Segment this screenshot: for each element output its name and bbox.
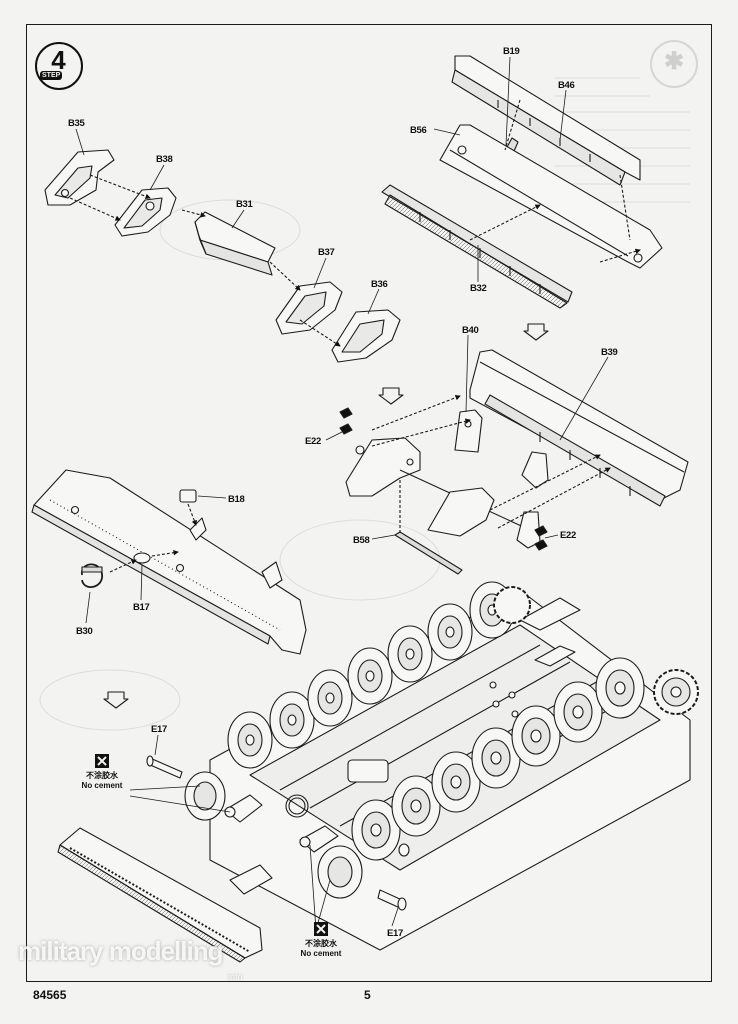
part-b36-b37-mounted — [345, 437, 549, 549]
part-b32 — [381, 184, 573, 309]
drive-sprocket — [493, 586, 699, 715]
label-b30: B30 — [76, 626, 93, 637]
part-b40 — [454, 409, 483, 453]
page-number: 5 — [364, 988, 371, 1002]
label-b36: B36 — [371, 279, 388, 290]
road-wheels-far — [227, 581, 515, 769]
assembly-arrows-middle — [371, 395, 611, 535]
road-wheels-near — [184, 657, 645, 899]
part-e17-top — [146, 755, 183, 779]
assembly-arrows-top-left — [69, 174, 341, 347]
down-arrow-icon — [378, 387, 404, 405]
part-b56 — [439, 124, 663, 269]
label-b19: B19 — [503, 46, 520, 57]
part-b36 — [331, 309, 401, 363]
part-b35 — [44, 149, 115, 206]
label-e17-bottom: E17 — [387, 928, 404, 939]
label-b31: B31 — [236, 199, 253, 210]
no-cement-icon — [95, 754, 109, 768]
no-cement-note-top: 不涂胶水 No cement — [80, 771, 124, 791]
label-b58: B58 — [353, 535, 370, 546]
watermark: military modelling — [18, 936, 223, 966]
no-cement-note-bottom: 不涂胶水 No cement — [298, 939, 344, 959]
part-b37 — [275, 281, 343, 335]
left-fender — [31, 469, 307, 655]
down-arrow-icon — [103, 691, 129, 709]
label-e17-top: E17 — [151, 724, 168, 735]
label-b38: B38 — [156, 154, 173, 165]
front-plate — [57, 827, 263, 963]
label-b35: B35 — [68, 118, 85, 129]
part-b30 — [81, 563, 103, 588]
part-e17-bottom — [377, 843, 410, 911]
label-b56: B56 — [410, 125, 427, 136]
part-b17 — [133, 552, 151, 564]
label-e22-left: E22 — [305, 436, 322, 447]
label-b32: B32 — [470, 283, 487, 294]
step-badge: 4 STEP — [35, 42, 83, 90]
part-b38 — [114, 187, 177, 237]
label-b37: B37 — [318, 247, 335, 258]
assembly-arrows-left — [109, 503, 197, 573]
step-word: STEP — [40, 71, 63, 80]
assembly-arrows-top-right — [469, 99, 641, 263]
part-b58 — [394, 531, 463, 575]
label-b17: B17 — [133, 602, 150, 613]
no-cement-icon — [314, 922, 328, 936]
ghost-brand-icon: ✱ — [650, 40, 698, 88]
part-b39 — [469, 349, 689, 507]
label-b40: B40 — [462, 325, 479, 336]
step-number: 4 — [51, 45, 66, 75]
leader-lines — [75, 56, 609, 931]
no-cement-en: No cement — [300, 949, 342, 958]
no-cement-en: No cement — [81, 781, 123, 790]
product-code: 84565 — [33, 988, 67, 1002]
no-cement-cn: 不涂胶水 — [86, 771, 118, 780]
part-e22-left — [339, 407, 353, 435]
label-b39: B39 — [601, 347, 618, 358]
label-e22-right: E22 — [560, 530, 577, 541]
watermark-sub: info — [228, 972, 243, 982]
page-frame — [26, 24, 712, 982]
label-b18: B18 — [228, 494, 245, 505]
suspension-arms — [224, 794, 339, 895]
down-arrow-icon — [523, 323, 549, 341]
label-b46: B46 — [558, 80, 575, 91]
no-cement-cn: 不涂胶水 — [305, 939, 337, 948]
part-b18 — [179, 489, 197, 503]
part-b46 — [451, 55, 641, 186]
part-e22-right — [534, 525, 548, 551]
